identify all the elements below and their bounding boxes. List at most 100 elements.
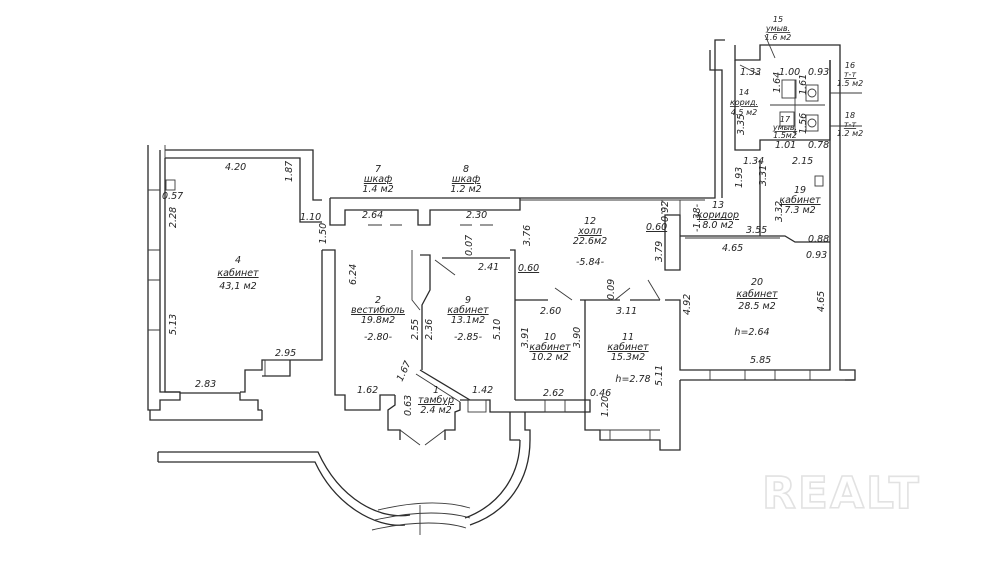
room-name: кабинет [607, 342, 649, 353]
room-number: 18 [845, 111, 855, 120]
room-area: 1.5 м2 [837, 79, 863, 88]
room-number: 10 [544, 332, 556, 343]
dimension: 1.61 [798, 74, 809, 95]
dimension: 3.55 [746, 225, 767, 236]
dimension: 0.63 [403, 395, 414, 416]
dimension: 1.34 [743, 156, 764, 167]
dimension: 0.60 [518, 263, 539, 274]
room-name: умыв. [772, 123, 797, 132]
room-height: -1.38- [692, 203, 703, 232]
room-area: 13.1м2 [451, 315, 485, 326]
room-8-label: 8 шкаф 1.2 м2 [450, 164, 481, 195]
dimension: 2.62 [543, 388, 564, 399]
room-area: 8.0 м2 [702, 220, 733, 231]
dimension: 5.13 [168, 314, 179, 335]
dimension: 2.30 [466, 210, 487, 221]
room-area: 43,1 м2 [219, 281, 256, 292]
dimension: 2.60 [540, 306, 561, 317]
room-number: 7 [375, 164, 381, 175]
room-number: 17 [780, 115, 791, 124]
watermark-logo: REALT [762, 468, 921, 519]
dimension: 0.88 [808, 234, 829, 245]
room-area: 7.3 м2 [784, 205, 815, 216]
room-number: 9 [465, 295, 471, 306]
room-13-label: 13 коридор 8.0 м2 -1.38- [692, 200, 739, 232]
dimension: 5.85 [750, 355, 771, 366]
room-name: коридор [697, 210, 739, 221]
dimension: 0.93 [808, 67, 829, 78]
dimension: 2.28 [168, 207, 179, 228]
dimension: 2.95 [275, 348, 296, 359]
dimension: 3.91 [520, 327, 531, 348]
room-area: 2.4 м2 [420, 405, 451, 416]
room-area: 1.2 м2 [837, 129, 863, 138]
dimension: 1.33 [740, 67, 761, 78]
room-name: умыв. [765, 24, 790, 33]
room-number: 20 [751, 277, 763, 288]
room-2-label: 2 вестибюль 19.8м2 -2.80- [351, 295, 405, 343]
room-height: h=2.78 [615, 374, 650, 385]
room-name: кабинет [529, 342, 571, 353]
room-20-label: 20 кабинет 28.5 м2 h=2.64 [734, 277, 778, 338]
dimension: 4.65 [816, 291, 827, 312]
porch [157, 412, 531, 535]
room-9-label: 9 кабинет 13.1м2 -2.85- [447, 295, 489, 343]
room-14-label: 14 корид. 4.5 м2 [730, 88, 758, 117]
dimension: 3.90 [572, 327, 583, 348]
room-area: 1.2 м2 [450, 184, 481, 195]
room-area: 15.3м2 [611, 352, 645, 363]
room-area: 4.5 м2 [731, 108, 757, 117]
dimension: 1.64 [772, 72, 783, 93]
room-17-label: 17 умыв. 1.5м2 [772, 115, 797, 140]
room-7-label: 7 шкаф 1.4 м2 [362, 164, 393, 195]
dimension: 0.09 [606, 279, 617, 300]
room-area: 1.5м2 [773, 131, 797, 140]
hall-walls [515, 200, 700, 451]
dimension: 4.92 [682, 294, 693, 315]
room-name: тамбур [418, 395, 454, 406]
room-number: 4 [235, 255, 241, 266]
dimension: 1.10 [300, 212, 321, 223]
dimension: 3.35 [736, 114, 747, 135]
dimension: 3.11 [616, 306, 637, 317]
dimension: 1.93 [734, 167, 745, 188]
dimension: 3.76 [522, 225, 533, 246]
room-height: -2.85- [454, 332, 483, 343]
dimension: 4.20 [225, 162, 246, 173]
room-name: корид. [730, 98, 758, 107]
room-area: 1.6 м2 [765, 33, 791, 42]
dimension: 5.11 [654, 365, 665, 386]
room-12-label: 12 холл 22.6м2 -5.84- [573, 216, 607, 268]
dimension: 2.36 [424, 319, 435, 340]
dimension: 2.41 [478, 262, 499, 273]
room-number: 15 [773, 15, 783, 24]
room-4-walls [147, 145, 323, 421]
room-name: вестибюль [351, 305, 405, 316]
room-number: 14 [739, 88, 749, 97]
room-10-label: 10 кабинет 10.2 м2 [529, 332, 571, 363]
room-name: холл [577, 226, 602, 237]
room-name: кабинет [779, 195, 821, 206]
room-number: 16 [845, 61, 855, 70]
dimension: 0.46 [590, 388, 611, 399]
room-area: 1.4 м2 [362, 184, 393, 195]
room-area: 10.2 м2 [531, 352, 568, 363]
dimension: 2.55 [410, 319, 421, 340]
dimension: 2.83 [195, 379, 216, 390]
dimension: 6.24 [348, 264, 359, 285]
room-height: h=2.64 [734, 327, 769, 338]
room-name: кабинет [217, 268, 259, 279]
right-block-walls [680, 34, 862, 381]
room-height: -2.80- [364, 332, 393, 343]
room-18-label: 18 т-т 1.2 м2 [837, 111, 863, 138]
room-16-label: 16 т-т 1.5 м2 [837, 61, 863, 88]
dimension: 1.20 [600, 396, 611, 417]
dimension: 3.32 [774, 201, 785, 222]
dimension: 1.01 [775, 140, 796, 151]
dimension: 2.64 [362, 210, 383, 221]
dimension: 0.60 [646, 222, 667, 233]
room-19-label: 19 кабинет 7.3 м2 [779, 185, 821, 216]
dimension: 1.67 [395, 359, 414, 383]
room-number: 2 [375, 295, 381, 306]
